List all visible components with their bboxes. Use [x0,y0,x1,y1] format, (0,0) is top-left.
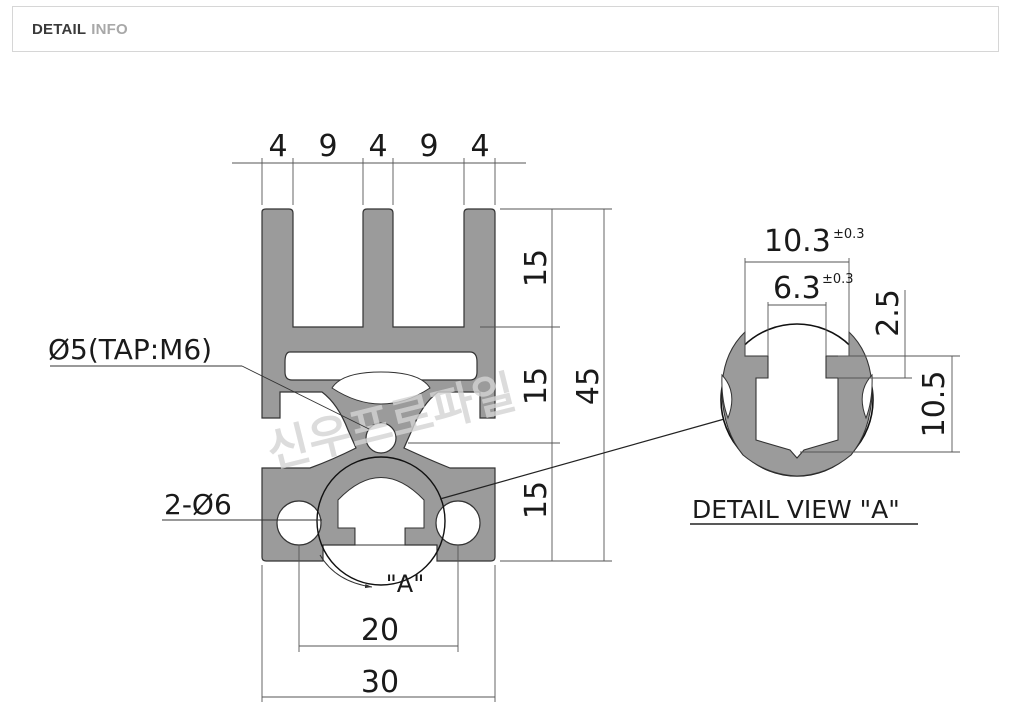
top-dim-1: 4 [268,129,287,164]
tap-hole [365,422,397,454]
top-dim-3: 4 [368,129,387,164]
top-dim-5: 4 [470,129,489,164]
detail-dimension-lines [744,258,960,453]
bottom-dimension-lines [261,545,496,702]
detail-a-arrow [319,554,373,589]
bottom-inner-dim: 20 [361,613,399,648]
profile-bottom-slot [337,477,425,546]
tap-leader [50,365,370,430]
detail-view-title: DETAIL VIEW "A" [692,495,900,524]
detail-info-header: DETAIL INFO [12,6,999,52]
side-hole-left [276,500,322,546]
detail-connector [439,417,729,500]
top-dim-2: 9 [318,129,337,164]
detail-lip-dim: 2.5 [871,289,906,337]
detail-hole-right [861,373,873,420]
right-dimension-lines [408,208,612,562]
detail-inner-tol: ±0.3 [822,272,854,287]
detail-depth-dim: 10.5 [917,371,952,438]
hole-label: 2-Ø6 [164,488,232,521]
right-dim-bottom: 15 [519,481,554,519]
detail-view [720,323,874,477]
top-dimensions [232,158,526,205]
detail-a-circle [316,456,446,586]
detail-inner-width: 6.3 [773,271,821,306]
header-title-light: INFO [91,20,128,38]
profile-center-channel [331,371,431,405]
tap-label: Ø5(TAP:M6) [48,333,212,366]
top-dim-4: 9 [419,129,438,164]
profile-section [261,208,496,586]
detail-outer-width: 10.3 [764,224,831,259]
detail-hole-left [721,373,733,420]
right-dim-middle: 15 [519,367,554,405]
detail-outer-tol: ±0.3 [833,227,865,242]
bottom-total-dim: 30 [361,665,399,700]
total-height-dim: 45 [571,367,606,405]
right-dim-top: 15 [519,249,554,287]
header-title-bold: DETAIL [32,20,87,38]
detail-a-ref: "A" [386,570,425,598]
